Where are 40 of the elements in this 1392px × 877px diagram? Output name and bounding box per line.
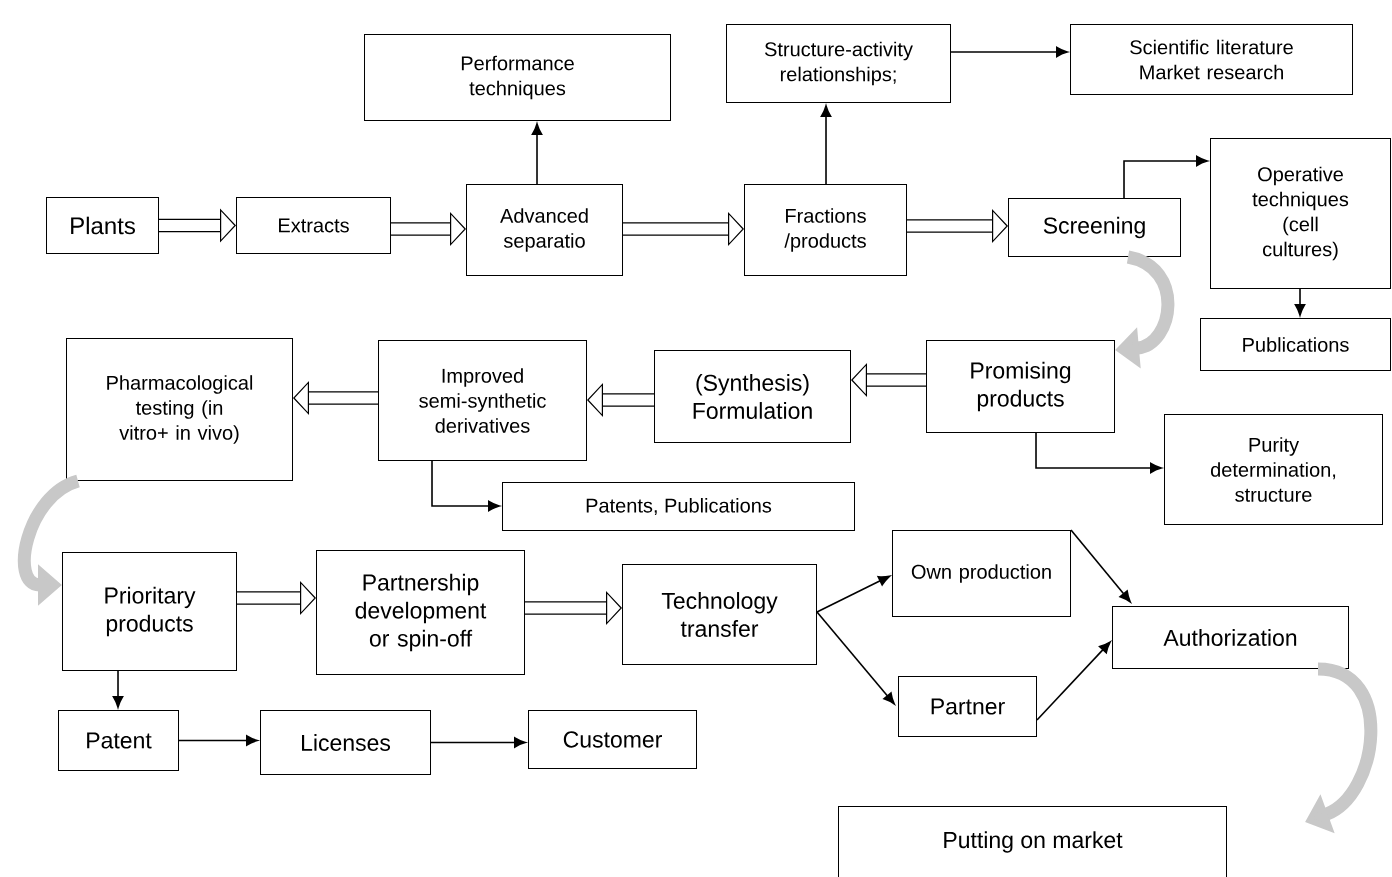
process-box: Screening [1008, 198, 1181, 257]
arrow [1294, 288, 1306, 316]
process-box: Authorization [1112, 606, 1349, 669]
process-box: Scientific literature Market research [1070, 24, 1353, 95]
process-box: Customer [528, 710, 697, 769]
arrow [112, 670, 124, 708]
process-box: Performance techniques [364, 34, 671, 121]
process-box: Prioritary products [62, 552, 237, 671]
arrow [950, 46, 1068, 58]
arrow [1035, 432, 1162, 474]
process-box: Own production [892, 530, 1071, 617]
arrow [1070, 529, 1131, 603]
process-box: Structure-activity relationships; [726, 24, 951, 103]
arrow [531, 123, 543, 185]
process-box: Partnership development or spin-off [316, 550, 525, 675]
arrow [431, 460, 500, 512]
process-box: Publications [1200, 318, 1391, 371]
process-box: Partner [898, 676, 1037, 737]
process-box: Improved semi-synthetic derivatives [378, 340, 587, 461]
arrow [178, 735, 258, 746]
process-box: Extracts [236, 197, 391, 254]
process-box: Advanced separatio [466, 184, 623, 276]
process-box: Putting on market [838, 806, 1227, 877]
process-box: Plants [46, 197, 159, 254]
arrow [820, 105, 832, 185]
arrow [816, 611, 895, 705]
process-box: Pharmacological testing (in vitro+ in vivo) [66, 338, 293, 481]
process-box: (Synthesis) Formulation [654, 350, 851, 443]
process-box: Patents, Publications [502, 482, 855, 531]
process-box: Fractions /products [744, 184, 907, 276]
process-box: Purity determination, structure [1164, 414, 1383, 525]
arrow [430, 737, 526, 748]
process-box: Patent [58, 710, 179, 771]
arrow [1123, 155, 1208, 199]
arrow [816, 575, 891, 613]
process-box: Promising products [926, 340, 1115, 433]
process-box: Licenses [260, 710, 431, 775]
process-box: Technology transfer [622, 564, 817, 665]
process-box: Operative techniques (cell cultures) [1210, 138, 1391, 289]
arrow [1036, 641, 1111, 721]
